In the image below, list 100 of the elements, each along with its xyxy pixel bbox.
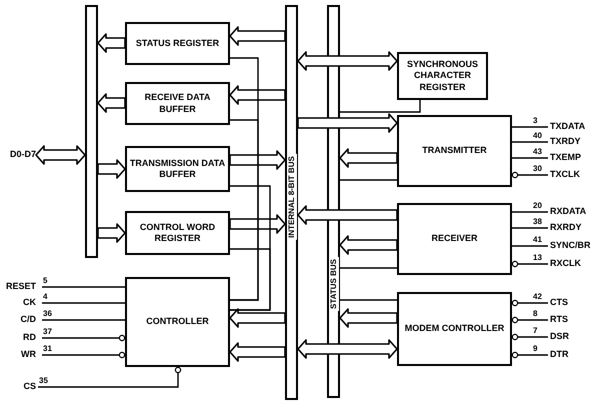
control-line (230, 119, 259, 301)
pin-number: 37 (42, 328, 53, 336)
bus-arrow (97, 159, 126, 179)
block-label: CONTROL WORD REGISTER (138, 222, 216, 244)
block-box (125, 82, 230, 125)
bus-arrow (35, 145, 86, 165)
bus-arrow (229, 26, 286, 46)
block-label: RECEIVE DATA BUFFER (144, 92, 212, 115)
pin-name: SYNC/BR (550, 240, 592, 252)
bus-bar (85, 5, 98, 258)
bus-arrow (229, 85, 286, 105)
pin-name: DTR (550, 349, 592, 361)
pin-number: 40 (532, 132, 543, 140)
block-box (397, 203, 512, 275)
block-label: SYNCHRONOUS CHARACTER REGISTER (406, 59, 479, 93)
pin-number: 5 (42, 277, 48, 285)
bus-arrow (297, 205, 398, 225)
pin-number: 20 (532, 202, 543, 210)
block-label: TRANSMISSION DATA BUFFER (129, 158, 226, 180)
pin-number: 35 (38, 377, 49, 385)
pin-name: TXEMP (550, 152, 592, 164)
pin-name: TXRDY (550, 136, 592, 148)
pin-line (512, 352, 548, 358)
block-label: CONTROLLER (146, 316, 209, 328)
pin-number: 30 (532, 165, 543, 173)
bus-arrow (339, 148, 398, 168)
pin-number: 13 (532, 254, 543, 262)
pin-number: 4 (42, 293, 48, 301)
block-label: STATUS REGISTER (136, 38, 220, 50)
pin-number: 36 (42, 310, 53, 318)
pin-name: RXRDY (550, 222, 592, 234)
control-line (340, 299, 397, 301)
pin-name: RTS (550, 314, 592, 326)
pin-number: 3 (532, 117, 538, 125)
control-line (340, 179, 397, 181)
block-box (397, 52, 488, 100)
pin-line (42, 334, 126, 342)
bus-arrow (297, 51, 398, 71)
pin-name: WR (0, 349, 36, 361)
bus-arrow (297, 113, 398, 133)
pin-line (42, 302, 125, 304)
block-label: RECEIVER (431, 233, 478, 245)
bus-arrow (339, 308, 398, 328)
bus-arrow (229, 150, 286, 170)
block-box (125, 146, 230, 192)
block-label: MODEM CONTROLLER (404, 323, 504, 335)
pin-line (512, 172, 548, 178)
pin-name: RXCLK (550, 258, 592, 270)
pin-line (512, 316, 548, 324)
bus-bar (285, 5, 298, 400)
pin-name: RXDATA (550, 206, 592, 218)
pin-name: CK (0, 297, 36, 309)
pin-name: TXDATA (550, 121, 592, 133)
block-label: TRANSMITTER (422, 145, 487, 157)
pin-name: C/D (0, 314, 36, 326)
pin-number: 31 (42, 345, 53, 353)
pin-line (512, 300, 548, 306)
pin-number: 43 (532, 148, 543, 156)
pin-name: CTS (550, 297, 592, 309)
bus-arrow (229, 308, 286, 328)
pin-name: RESET (0, 281, 36, 293)
pin-line (42, 319, 125, 321)
pin-line (512, 334, 548, 340)
pin-number: 8 (532, 310, 538, 318)
pin-line (42, 352, 126, 358)
pin-line (42, 286, 125, 288)
bus-arrow (339, 235, 398, 255)
bus-label: STATUS BUS (328, 257, 338, 311)
pin-number: 42 (532, 293, 543, 301)
pin-line (512, 141, 548, 143)
pin-name: RD (0, 332, 36, 344)
pin-name: TXCLK (550, 169, 592, 181)
block-box (397, 292, 512, 366)
bus-arrow (97, 93, 126, 113)
pin-line (38, 366, 182, 388)
bus-label: INTERNAL 8-BIT BUS (286, 154, 296, 240)
pin-line (512, 211, 548, 213)
pin-line (512, 157, 548, 159)
pin-name: CS (0, 381, 36, 393)
pin-number: 41 (532, 236, 543, 244)
pin-name: DSR (550, 331, 592, 343)
pin-number: 9 (532, 345, 538, 353)
pin-name: D0-D7 (0, 149, 36, 161)
pin-line (512, 227, 548, 229)
block-box (125, 22, 230, 65)
pin-line (512, 260, 548, 268)
pin-number: 7 (532, 327, 538, 335)
bus-arrow (97, 223, 126, 243)
bus-arrow (297, 339, 398, 359)
pin-number: 38 (532, 218, 543, 226)
bus-arrow (229, 214, 286, 234)
bus-arrow (97, 33, 126, 53)
bus-arrow (229, 342, 286, 362)
pin-line (512, 126, 548, 128)
pin-line (512, 245, 548, 247)
control-line (230, 248, 271, 311)
block-box (125, 277, 230, 367)
block-box (125, 211, 230, 255)
control-line (340, 100, 421, 113)
control-line (340, 267, 397, 269)
